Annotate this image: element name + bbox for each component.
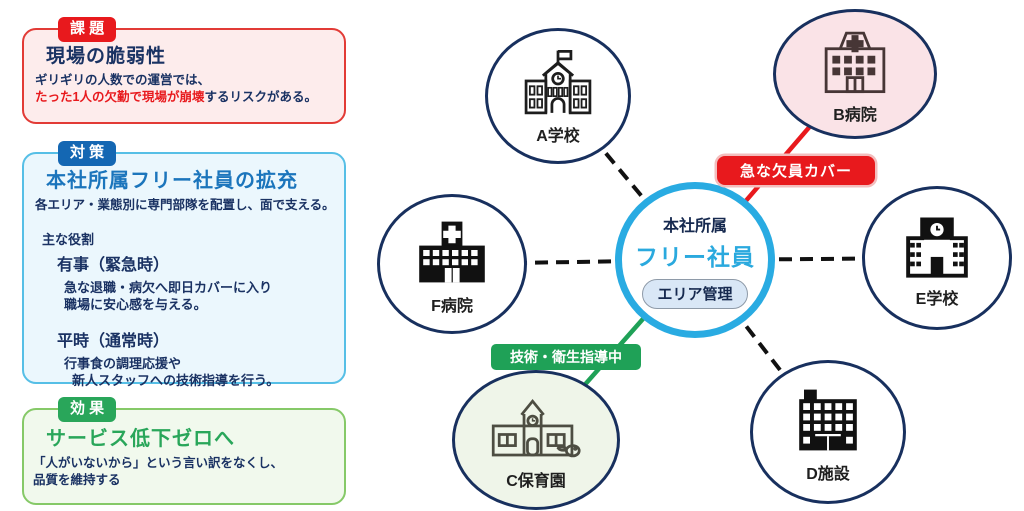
center-node-free-staff: 本社所属 フリー社員 エリア管理: [615, 182, 775, 338]
node-d-facility: D施設: [750, 360, 906, 504]
effect-badge: 効 果: [58, 397, 117, 422]
node-a-label: A学校: [536, 128, 580, 145]
school-outline-icon: [524, 49, 592, 115]
issue-panel: 課 題 現場の脆弱性 ギリギリの人数での運営では、 たった1人の欠勤で現場が崩壊…: [22, 17, 346, 124]
node-d-label: D施設: [806, 466, 850, 483]
emergency-paragraph: 急な退職・病欠へ即日カバーに入り 職場に安心感を与える。: [64, 279, 344, 314]
effect-panel: 効 果 サービス低下ゼロへ 「人がいないから」という言い訳をなくし、 品質を維持…: [22, 397, 346, 505]
issue-line1: ギリギリの人数での運営では、: [35, 73, 211, 87]
measure-subtitle: 各エリア・業態別に専門部隊を配置し、面で支える。: [35, 198, 335, 212]
node-e-school: E学校: [862, 186, 1012, 330]
issue-line2: たった1人の欠勤で現場が崩壊するリスクがある。: [35, 89, 344, 106]
issue-title: 現場の脆弱性: [46, 46, 167, 67]
school-solid-icon: [906, 217, 968, 278]
node-f-label: F病院: [431, 298, 473, 315]
area-management-pill: エリア管理: [642, 278, 748, 309]
edge-center-d: [693, 258, 830, 434]
issue-line2-highlight: たった1人の欠勤で現場が崩壊: [35, 89, 205, 104]
issue-body: ギリギリの人数での運営では、 たった1人の欠勤で現場が崩壊するリスクがある。: [35, 72, 344, 105]
effect-line2: 品質を維持する: [33, 472, 121, 487]
office-solid-icon: [799, 389, 857, 451]
edge-label-urgent-cover: 急な欠員カバー: [717, 156, 875, 185]
measure-badge: 対 策: [58, 141, 117, 166]
center-main-label: フリー社員: [635, 243, 755, 270]
normal-heading: 平時（通常時）: [57, 332, 170, 350]
edge-label-guidance: 技術・衛生指導中: [491, 344, 641, 370]
emergency-line1: 急な退職・病欠へ即日カバーに入り: [64, 279, 273, 295]
issue-line2-rest: するリスクがある。: [204, 89, 317, 104]
measure-panel: 対 策 本社所属フリー社員の拡充 各エリア・業態別に専門部隊を配置し、面で支える…: [22, 141, 346, 388]
center-top-label: 本社所属: [662, 217, 727, 235]
emergency-heading: 有事（緊急時）: [57, 256, 170, 274]
node-b-hospital: B病院: [773, 9, 937, 139]
node-e-label: E学校: [915, 291, 959, 308]
roles-heading: 主な役割: [42, 231, 95, 247]
effect-line1: 「人がいないから」という言い訳をなくし、: [33, 456, 284, 470]
node-f-hospital: F病院: [377, 194, 527, 334]
normal-line1: 行事食の調理応援や: [64, 355, 182, 371]
issue-badge: 課 題: [58, 17, 117, 42]
nursery-outline-icon: [491, 398, 581, 457]
effect-body: 「人がいないから」という言い訳をなくし、 品質を維持する: [33, 455, 344, 488]
node-a-school: A学校: [485, 28, 631, 164]
measure-title: 本社所属フリー社員の拡充: [46, 170, 298, 192]
hospital-outline-icon: [824, 31, 886, 94]
effect-title: サービス低下ゼロへ: [46, 428, 235, 450]
node-c-nursery: C保育園: [452, 370, 620, 510]
normal-paragraph: 行事食の調理応援や 新人スタッフへの技術指導を行う。: [64, 355, 344, 390]
hospital-solid-icon: [419, 221, 485, 283]
node-c-label: C保育園: [506, 472, 566, 490]
emergency-line2: 職場に安心感を与える。: [64, 297, 207, 313]
normal-line2: 新人スタッフへの技術指導を行う。: [72, 373, 280, 389]
node-b-label: B病院: [833, 107, 877, 124]
